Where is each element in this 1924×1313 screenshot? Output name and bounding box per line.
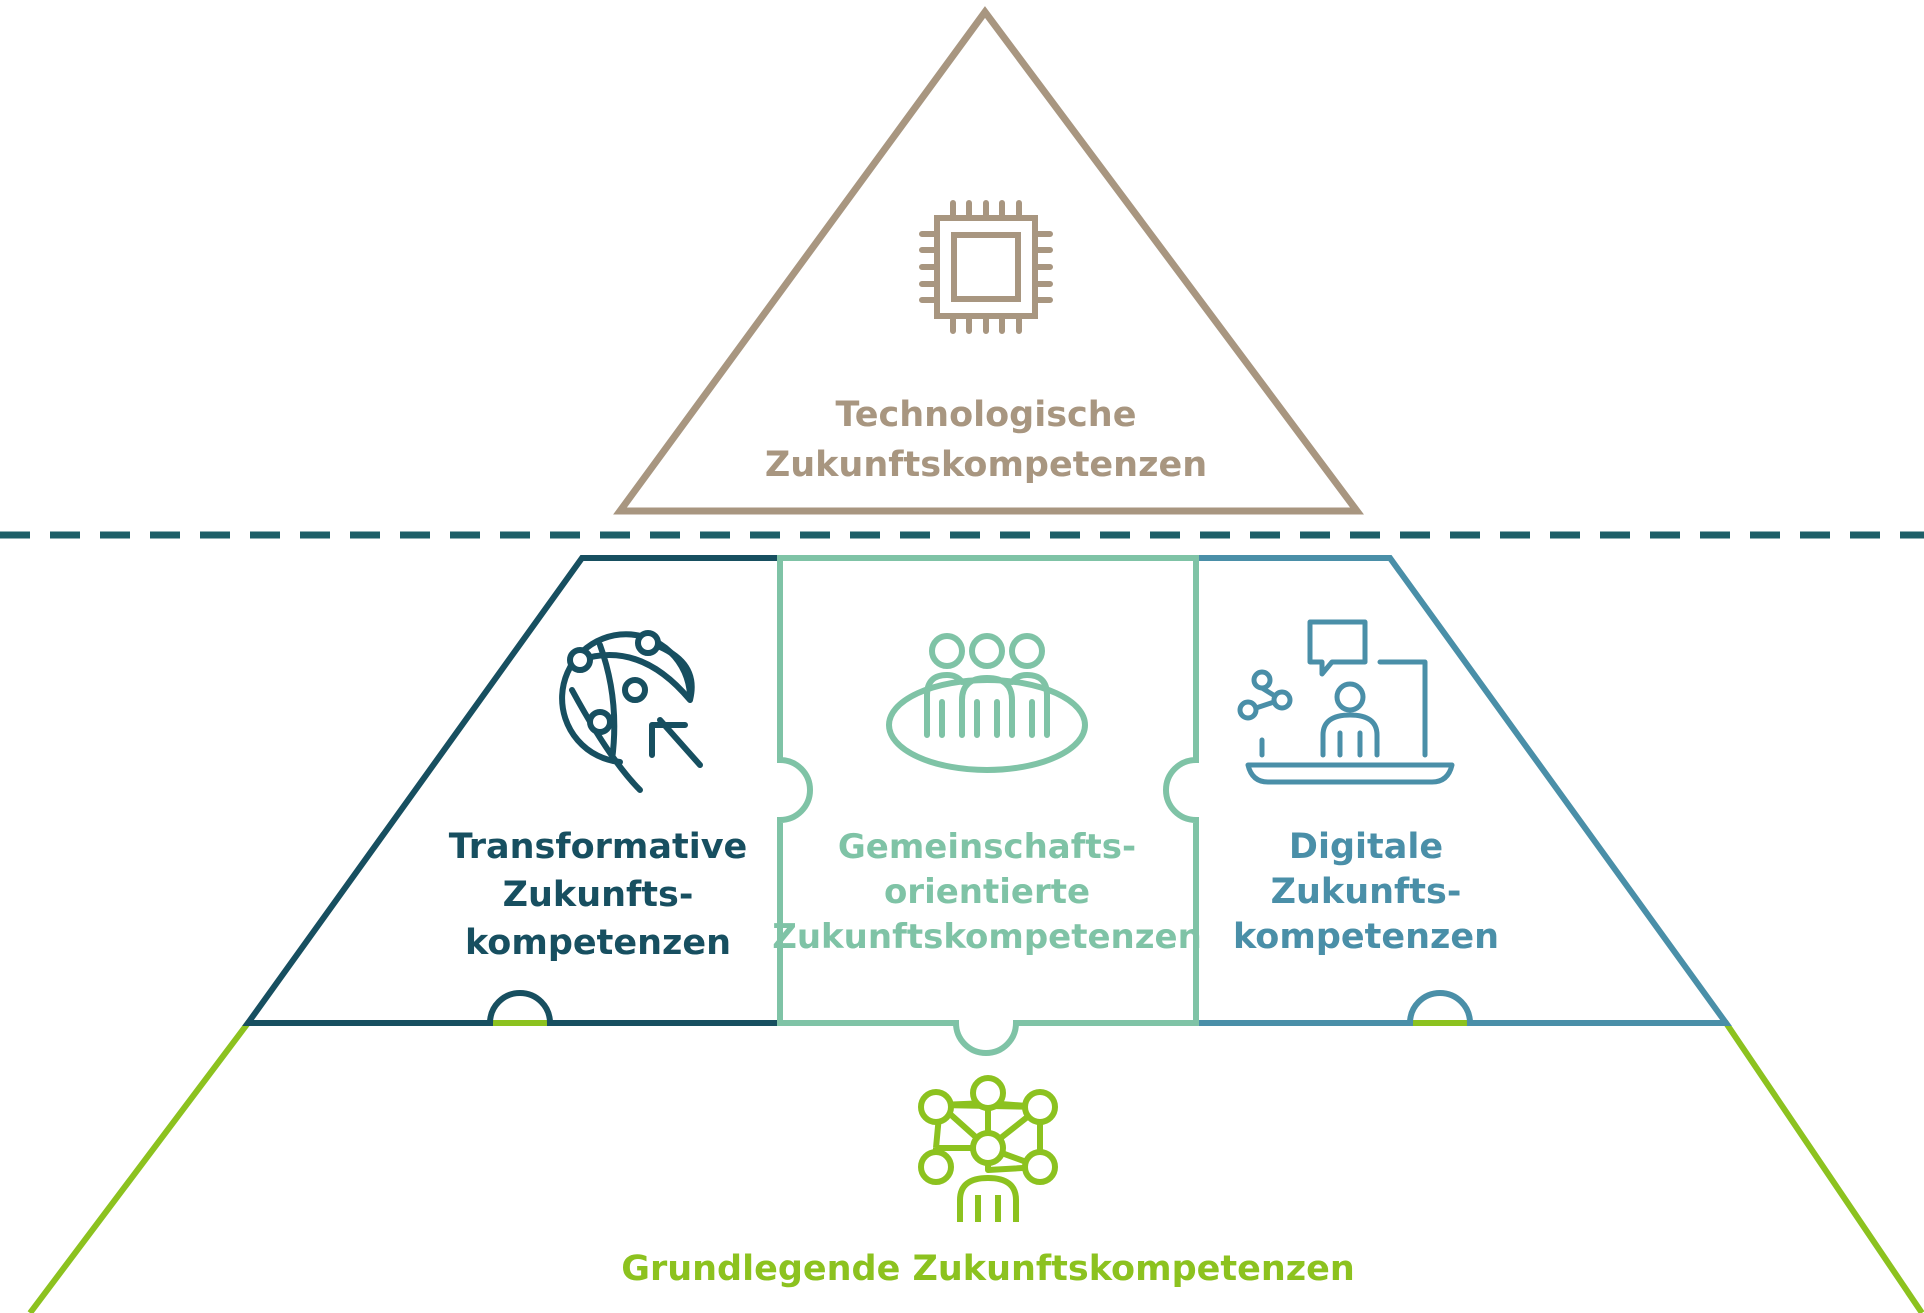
foundational-competencies-block: Grundlegende Zukunftskompetenzen <box>27 1020 1924 1313</box>
top-triangle-outline <box>613 6 1364 515</box>
online-presentation-icon <box>1237 619 1455 785</box>
transformative-label-line1: Transformative <box>449 827 748 867</box>
technological-competencies-block: Technologische Zukunftskompetenzen <box>613 6 1364 515</box>
digital-piece-outline <box>1196 555 1732 1026</box>
digital-competencies-block: Digitale Zukunfts- kompetenzen <box>1196 555 1732 1026</box>
technological-label-line1: Technologische <box>836 395 1137 435</box>
globe-network-cursor-icon <box>559 630 703 793</box>
foundational-label: Grundlegende Zukunftskompetenzen <box>621 1249 1355 1289</box>
transformative-competencies-block: Transformative Zukunfts- kompetenzen <box>242 555 780 1026</box>
digital-label-line1: Digitale <box>1289 827 1443 867</box>
group-meeting-icon <box>886 633 1088 773</box>
community-competencies-block: Gemeinschafts- orientierte Zukunftskompe… <box>772 555 1202 1056</box>
microchip-icon <box>919 200 1053 334</box>
transformative-label-line3: kompetenzen <box>465 923 731 963</box>
community-piece-outline <box>777 555 1199 1056</box>
digital-label-line3: kompetenzen <box>1233 917 1499 957</box>
transformative-label-line2: Zukunfts- <box>503 875 694 915</box>
community-label-line1: Gemeinschafts- <box>838 827 1136 867</box>
community-label-line2: orientierte <box>884 872 1090 912</box>
transformative-piece-outline <box>242 555 780 1026</box>
community-label-line3: Zukunftskompetenzen <box>772 917 1202 957</box>
person-network-icon <box>918 1075 1058 1222</box>
technological-label-line2: Zukunftskompetenzen <box>765 445 1207 485</box>
digital-label-line2: Zukunfts- <box>1271 872 1462 912</box>
